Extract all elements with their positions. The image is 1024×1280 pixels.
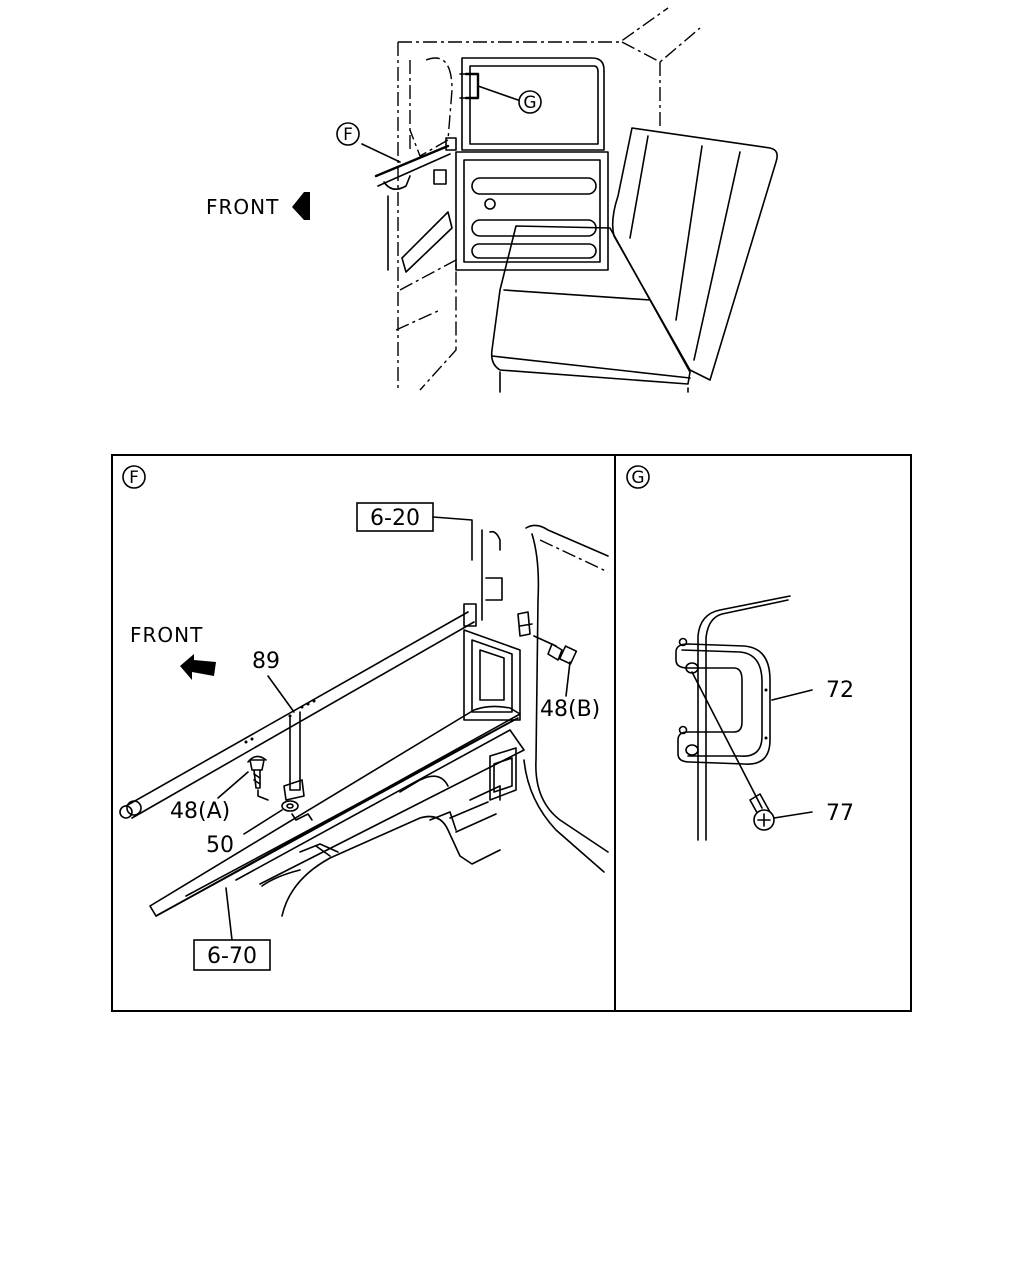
- part-48b: 48(B): [540, 697, 600, 722]
- panel-f: F 6-20 48(B): [119, 465, 609, 971]
- ref-6-20: 6-20: [370, 506, 420, 531]
- part-89: 89: [252, 649, 280, 674]
- panel-f-header: F: [129, 468, 139, 488]
- front-label-detail: FRONT: [130, 623, 203, 647]
- callout-g: G: [523, 93, 536, 113]
- ref-6-70: 6-70: [207, 944, 257, 969]
- panel-g: G 72 77: [626, 465, 854, 841]
- panel-g-header: G: [631, 468, 644, 488]
- part-48a: 48(A): [170, 799, 230, 824]
- front-label-overview: FRONT: [206, 195, 279, 219]
- part-50: 50: [206, 833, 234, 858]
- callout-f: F: [343, 125, 353, 145]
- front-arrow-icon: [292, 192, 310, 220]
- part-77: 77: [826, 801, 854, 826]
- front-arrow-detail-icon: [180, 654, 216, 680]
- part-72: 72: [826, 678, 854, 703]
- cab-overview: F G FRONT: [206, 7, 778, 393]
- detail-frame: [111, 454, 912, 1012]
